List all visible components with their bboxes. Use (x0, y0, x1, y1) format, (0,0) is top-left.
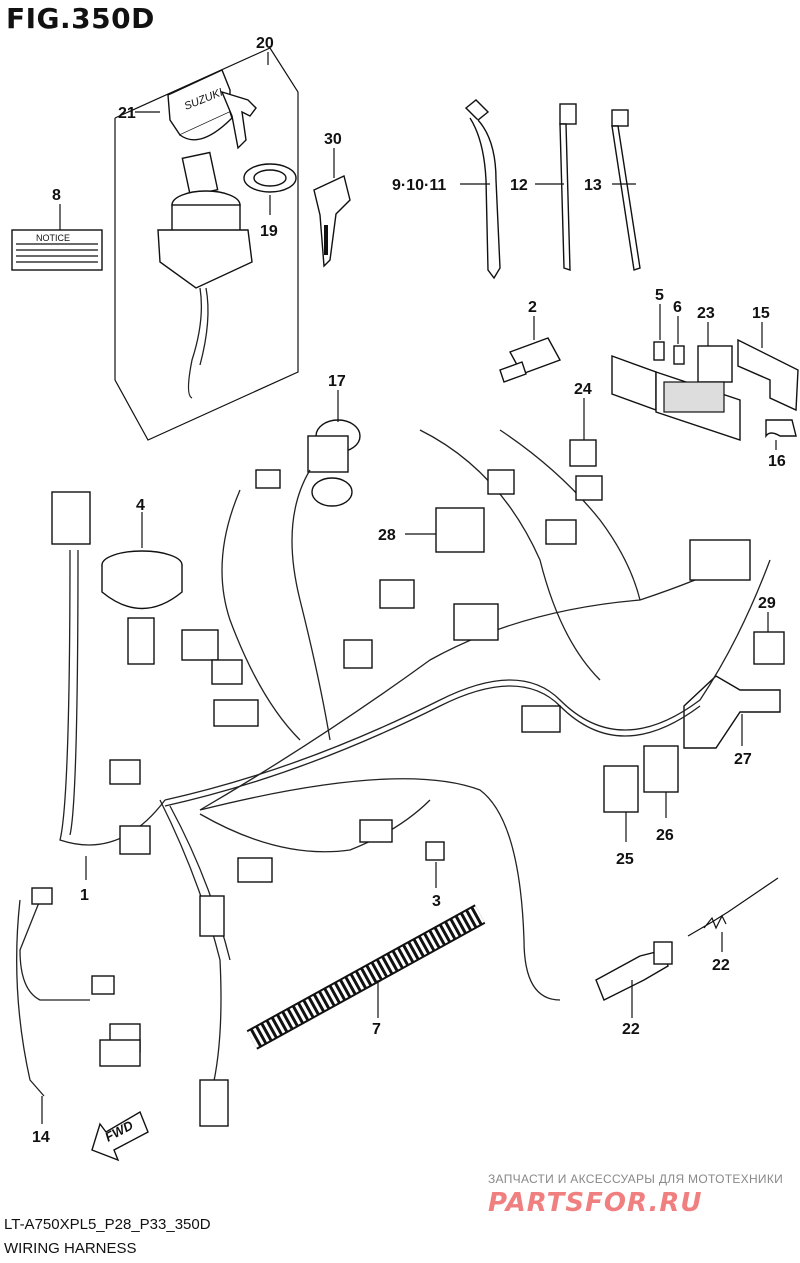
callout-17: 17 (328, 373, 346, 390)
harness-connectors (51, 469, 751, 1127)
connector-24 (569, 439, 597, 467)
coupler-26 (643, 745, 679, 793)
fuse-6 (673, 345, 685, 365)
diagram-code: LT-A750XPL5_P28_P33_350D (4, 1216, 211, 1233)
cable-tie-9-10-11 (464, 99, 501, 280)
callout-14: 14 (32, 1129, 50, 1146)
spring-22 (687, 877, 779, 937)
coupler-25 (603, 765, 639, 813)
cable-tie-13 (611, 109, 641, 271)
accessory-socket (307, 419, 361, 507)
callout-30: 30 (324, 131, 342, 148)
ignition-switch-kit-box (114, 47, 299, 441)
callout-27: 27 (734, 751, 752, 768)
callout-12: 12 (510, 177, 528, 194)
fuse-box-bracket (737, 338, 799, 412)
fuse-5 (653, 341, 665, 361)
callout-23: 23 (697, 305, 715, 322)
watermark-logo: PARTSFOR.RU (488, 1188, 703, 1218)
callout-25: 25 (616, 851, 634, 868)
main-wiring-harness (16, 429, 771, 1097)
oxygen-sensor (595, 941, 673, 1001)
relay (697, 345, 733, 383)
callout-18: 20 (256, 35, 274, 52)
callout-3: 3 (432, 893, 441, 910)
callout-7: 7 (372, 1021, 381, 1038)
callout-24: 24 (574, 381, 592, 398)
callout-4: 4 (136, 497, 145, 514)
callout-20: 21 (118, 105, 136, 122)
callout-26: 26 (656, 827, 674, 844)
leader-lines (41, 111, 777, 1124)
relay-28 (435, 507, 485, 553)
callout-13: 13 (584, 177, 602, 194)
ignition-switch-body (157, 151, 253, 399)
notice-text: NOTICE (36, 233, 70, 243)
cable-tie-12 (559, 103, 577, 271)
cap-3 (425, 841, 445, 861)
callout-16: 16 (768, 453, 786, 470)
callout-5: 5 (655, 287, 664, 304)
grommet (101, 550, 183, 665)
notice-label: NOTICE (11, 229, 103, 271)
fuse-box (611, 355, 741, 441)
fwd-arrow: FWD (91, 1110, 149, 1162)
callout-2: 2 (528, 299, 537, 316)
rubber-cap (499, 337, 562, 383)
callout-labels: 20 21 19 30 8 9·10·11 12 13 2 5 6 23 15 … (32, 35, 786, 1146)
ignition-key-cap: SUZUKI (167, 69, 257, 150)
callout-15: 15 (752, 305, 770, 322)
bracket-27 (683, 675, 781, 749)
connector-29 (753, 631, 785, 665)
callout-28: 28 (378, 527, 396, 544)
callout-6: 6 (673, 299, 682, 316)
clamp (765, 419, 797, 439)
watermark-subtitle: ЗАПЧАСТИ И АКСЕССУАРЫ ДЛЯ МОТОТЕХНИКИ (488, 1172, 784, 1186)
sub-harness-14 (19, 887, 141, 1067)
corrugated-tube (246, 904, 486, 1050)
key-blank (313, 175, 351, 268)
ring-nut (243, 163, 297, 193)
callout-9-10-11: 9·10·11 (392, 177, 446, 194)
diagram-name: WIRING HARNESS (4, 1240, 137, 1257)
figure-title: FIG.350D (6, 2, 155, 35)
callout-22: 22 (712, 957, 730, 974)
callout-21: 22 (622, 1021, 640, 1038)
callout-1: 1 (80, 887, 89, 904)
callout-19: 19 (260, 223, 278, 240)
callout-29: 29 (758, 595, 776, 612)
callout-8: 8 (52, 187, 61, 204)
